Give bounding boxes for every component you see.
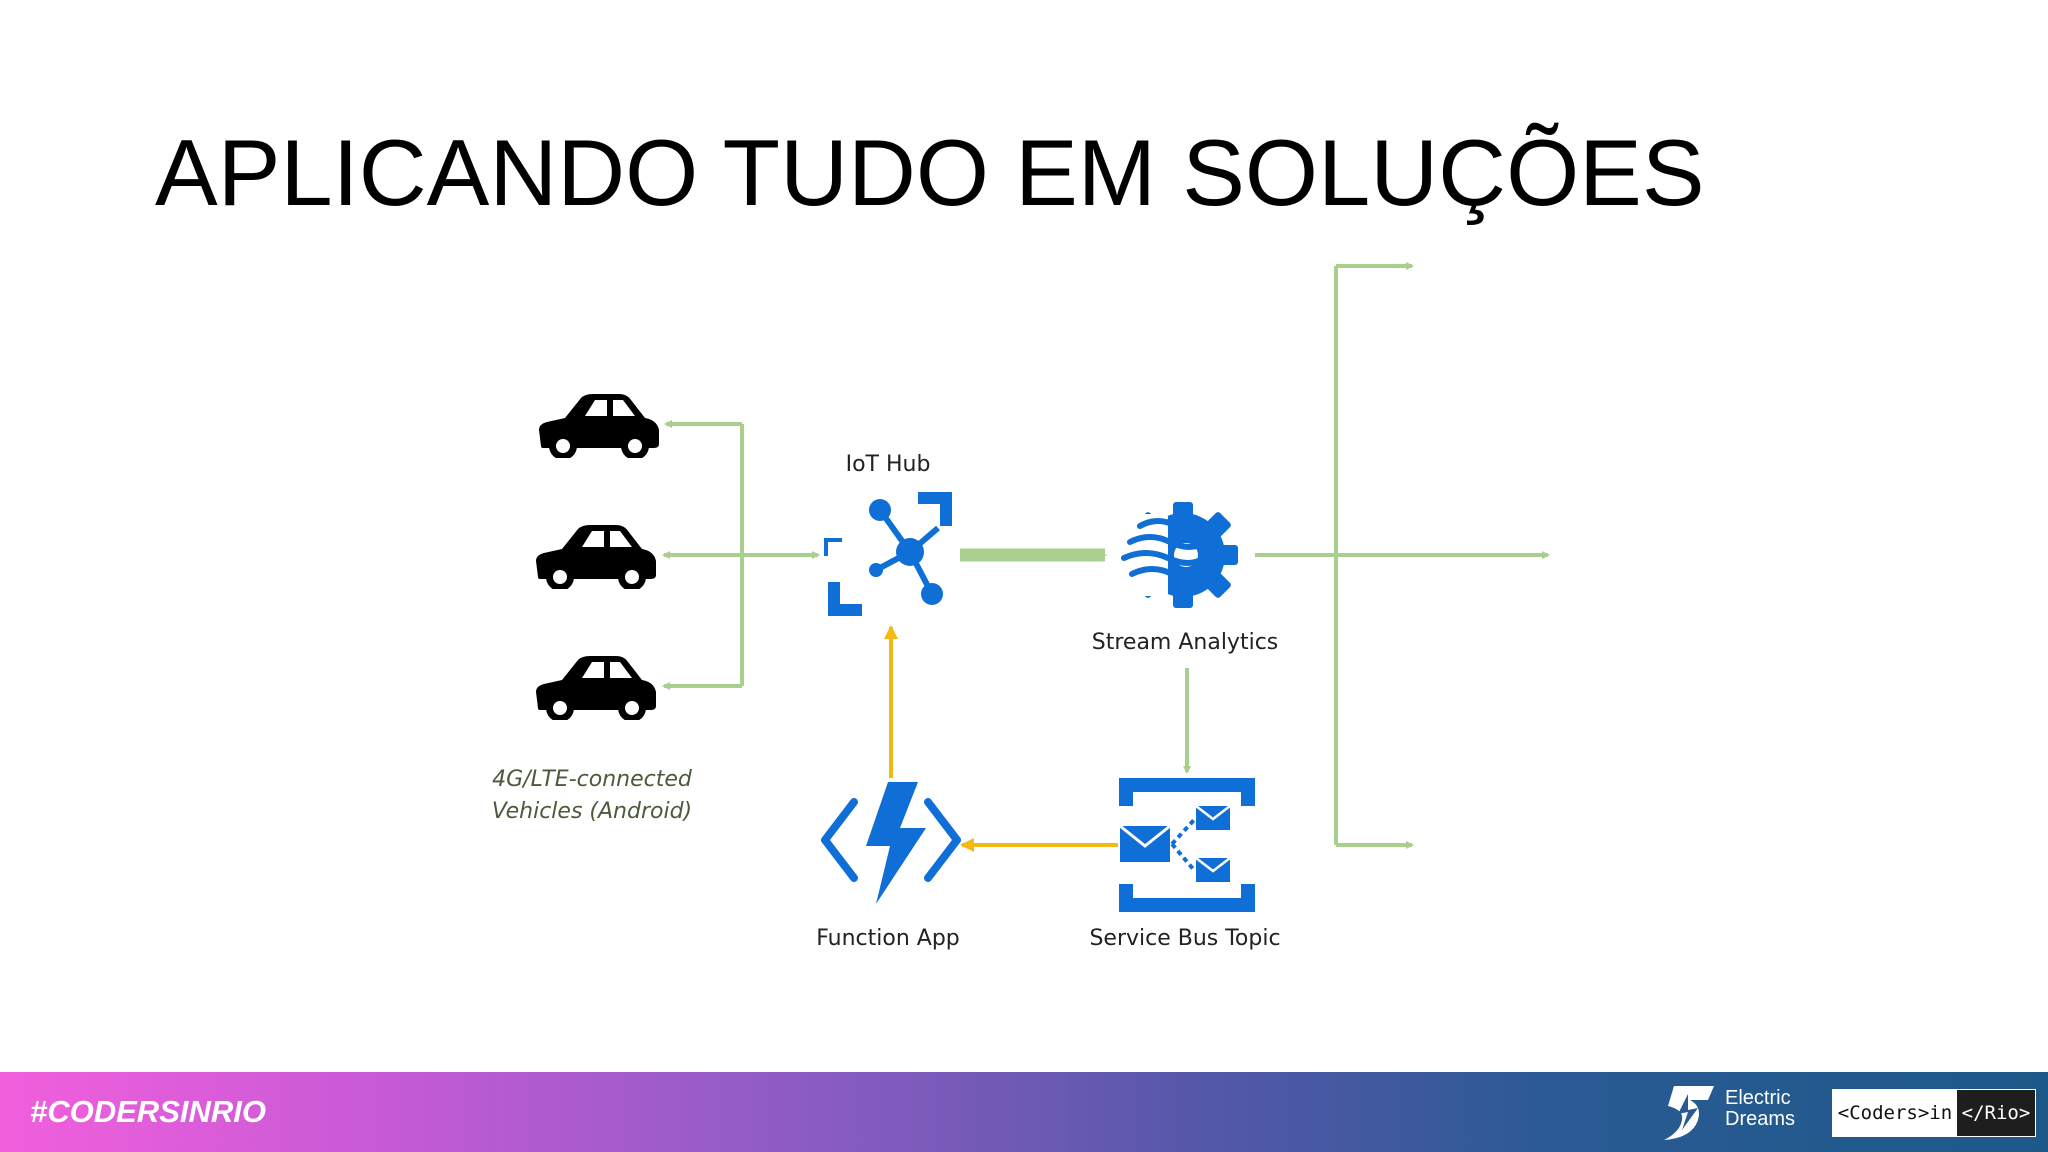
coders-in-rio-logo: <Coders>in </Rio> bbox=[1832, 1089, 2036, 1137]
vehicles-label: Vehicles (Android) bbox=[492, 799, 692, 824]
sponsor-name-line: Electric bbox=[1725, 1087, 1791, 1109]
service-bus-topic-icon bbox=[1119, 778, 1255, 912]
electric-dreams-logo-icon bbox=[1664, 1086, 1714, 1140]
car-icon bbox=[536, 525, 656, 589]
service-bus-topic-label: Service Bus Topic bbox=[1089, 926, 1280, 951]
sponsor-name-line: Dreams bbox=[1725, 1108, 1796, 1130]
stream-analytics-label: Stream Analytics bbox=[1092, 630, 1279, 655]
sponsor-name: Electric Dreams bbox=[1725, 1088, 1835, 1130]
coders-in-rio-logo-left: <Coders>in bbox=[1833, 1090, 1957, 1136]
vehicle-link-arrows bbox=[662, 420, 820, 690]
command-arrows bbox=[884, 625, 1118, 852]
car-icon bbox=[536, 656, 656, 720]
function-app-label: Function App bbox=[816, 926, 960, 951]
hashtag: #CODERSINRIO bbox=[30, 1094, 266, 1129]
car-icon bbox=[539, 394, 659, 458]
iot-hub-icon bbox=[824, 492, 952, 616]
architecture-diagram: 4G/LTE-connected Vehicles (Android) IoT … bbox=[492, 262, 1550, 951]
function-app-icon bbox=[821, 782, 961, 904]
output-arrows bbox=[1183, 262, 1550, 849]
footer-bar: #CODERSINRIO Electric Dreams <Coders>in … bbox=[0, 1072, 2048, 1152]
slide-title: APLICANDO TUDO EM SOLUÇÕES bbox=[155, 120, 1705, 225]
stream-analytics-icon bbox=[1118, 502, 1238, 608]
iot-hub-label: IoT Hub bbox=[846, 452, 931, 477]
vehicles-label: 4G/LTE-connected bbox=[492, 767, 693, 792]
coders-in-rio-logo-right: </Rio> bbox=[1957, 1090, 2035, 1136]
